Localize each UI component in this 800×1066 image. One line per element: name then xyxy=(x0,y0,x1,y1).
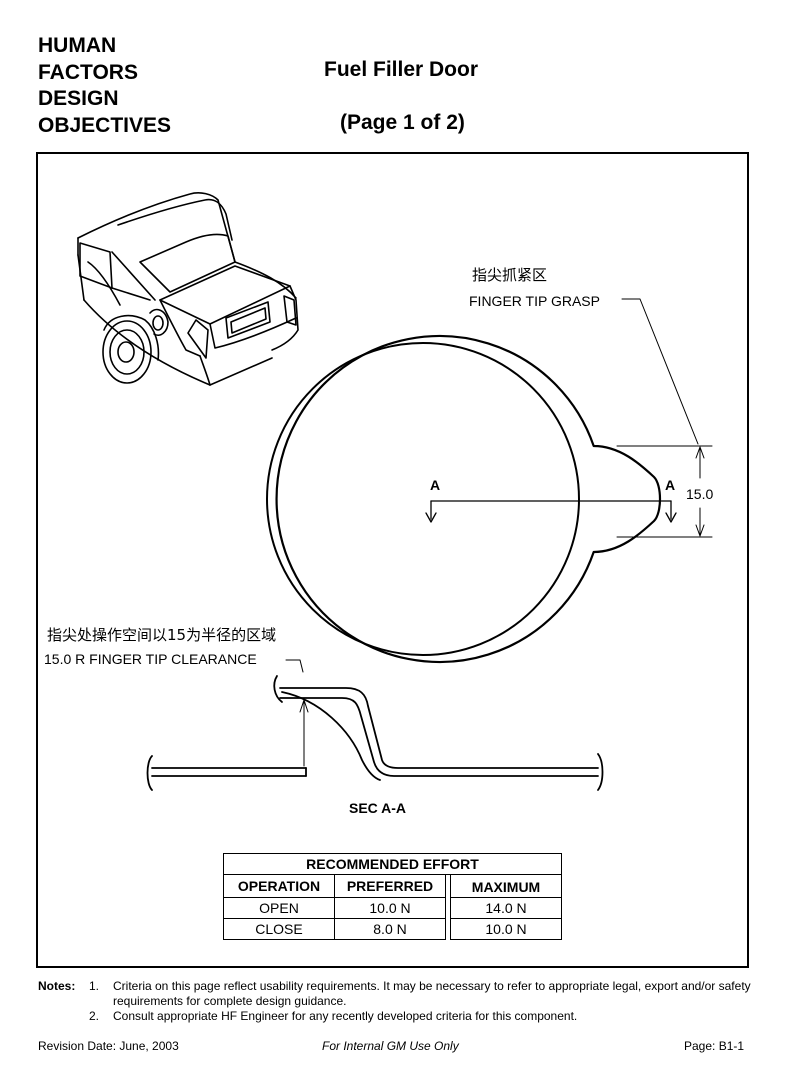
category-line: DESIGN xyxy=(38,87,119,110)
table-header-row: OPERATION PREFERRED MAXIMUM xyxy=(223,874,562,898)
table-row: OPEN 10.0 N 14.0 N xyxy=(223,897,562,919)
column-header: PREFERRED xyxy=(334,874,446,898)
table-row: CLOSE 8.0 N 10.0 N xyxy=(223,918,562,940)
section-marker-right: A xyxy=(665,477,676,493)
maximum-cell: 14.0 N xyxy=(450,897,562,919)
note-number: 2. xyxy=(89,1009,100,1023)
column-header: OPERATION xyxy=(223,874,335,898)
effort-table: RECOMMENDED EFFORT OPERATION PREFERRED M… xyxy=(223,853,562,940)
grasp-label-chinese: 指尖抓紧区 xyxy=(472,266,548,284)
category-line: OBJECTIVES xyxy=(38,113,172,137)
maximum-cell: 10.0 N xyxy=(450,918,562,940)
internal-use-note: For Internal GM Use Only xyxy=(322,1039,459,1053)
page-number: Page: B1-1 xyxy=(684,1039,745,1053)
clearance-label: 15.0 R FINGER TIP CLEARANCE xyxy=(44,651,257,667)
note-number: 1. xyxy=(89,979,100,993)
page-indicator: (Page 1 of 2) xyxy=(340,111,465,134)
section-profile xyxy=(146,675,604,791)
fuel-door-inner-ring xyxy=(266,342,580,656)
page-title: Fuel Filler Door xyxy=(324,58,479,81)
note-text: Criteria on this page reflect usability … xyxy=(113,979,751,1008)
table-title: RECOMMENDED EFFORT xyxy=(223,853,562,875)
operation-cell: OPEN xyxy=(223,897,335,919)
document-category: HUMAN FACTORS DESIGN OBJECTIVES xyxy=(38,33,171,139)
section-marker-left: A xyxy=(430,477,441,493)
revision-date: Revision Date: June, 2003 xyxy=(38,1039,179,1053)
preferred-cell: 8.0 N xyxy=(334,918,446,940)
section-label: SEC A-A xyxy=(349,800,407,816)
content-frame xyxy=(36,152,749,968)
notes-label: Notes: xyxy=(38,979,76,993)
fuel-door-outline xyxy=(275,334,662,664)
dimension-label: 15.0 xyxy=(686,486,714,502)
note-text: Consult appropriate HF Engineer for any … xyxy=(113,1009,578,1023)
category-line: FACTORS xyxy=(38,60,138,84)
car-rear-illustration xyxy=(77,192,299,386)
column-header: MAXIMUM xyxy=(450,874,562,898)
category-line: HUMAN xyxy=(38,34,117,57)
operation-cell: CLOSE xyxy=(223,918,335,940)
grasp-label: FINGER TIP GRASP xyxy=(469,293,600,309)
clearance-label-chinese: 指尖处操作空间以15为半径的区域 xyxy=(47,626,277,644)
preferred-cell: 10.0 N xyxy=(334,897,446,919)
